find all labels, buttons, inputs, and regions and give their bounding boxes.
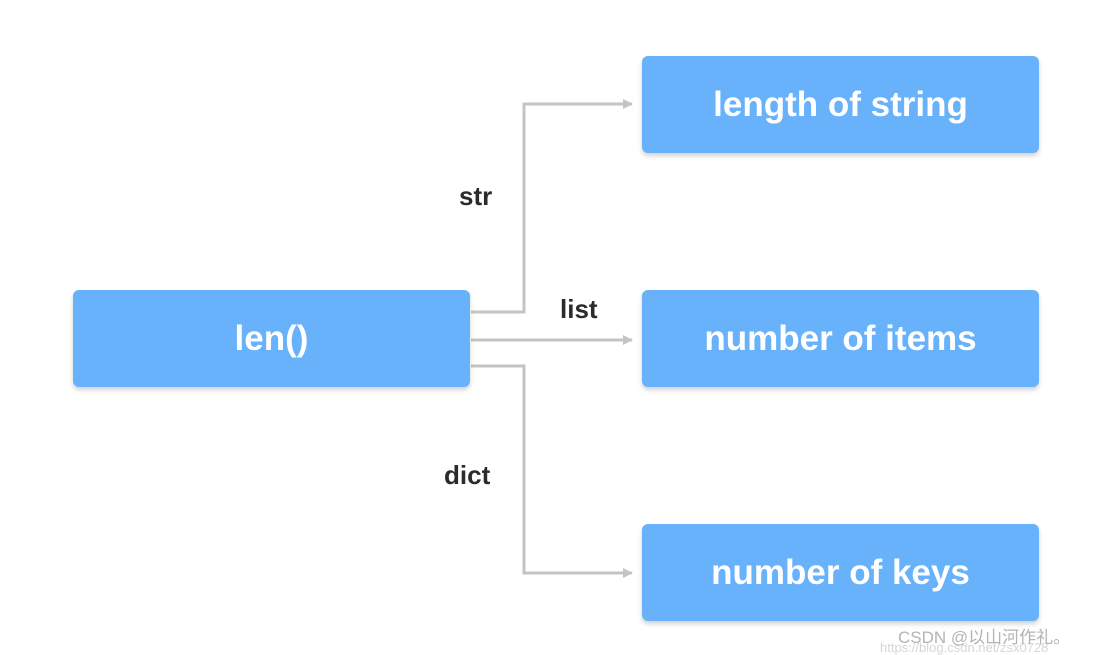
watermark-text: CSDN @以山河作礼。 — [898, 628, 1071, 647]
connector-str — [471, 99, 633, 314]
number-of-items-node: number of items — [642, 290, 1039, 387]
connector-dict — [471, 364, 633, 578]
edge-label-list: list — [560, 294, 598, 324]
number-of-keys-label: number of keys — [711, 552, 970, 592]
edge-label-str: str — [459, 181, 493, 211]
length-of-string-node: length of string — [642, 56, 1039, 153]
number-of-keys-node: number of keys — [642, 524, 1039, 621]
len-function-label: len() — [234, 318, 309, 358]
watermark-url: https://blog.csdn.net/zsx0728 — [880, 640, 1049, 655]
len-function-node: len() — [73, 290, 470, 387]
number-of-items-label: number of items — [704, 318, 977, 358]
length-of-string-label: length of string — [713, 84, 968, 124]
edge-label-dict: dict — [444, 460, 491, 490]
